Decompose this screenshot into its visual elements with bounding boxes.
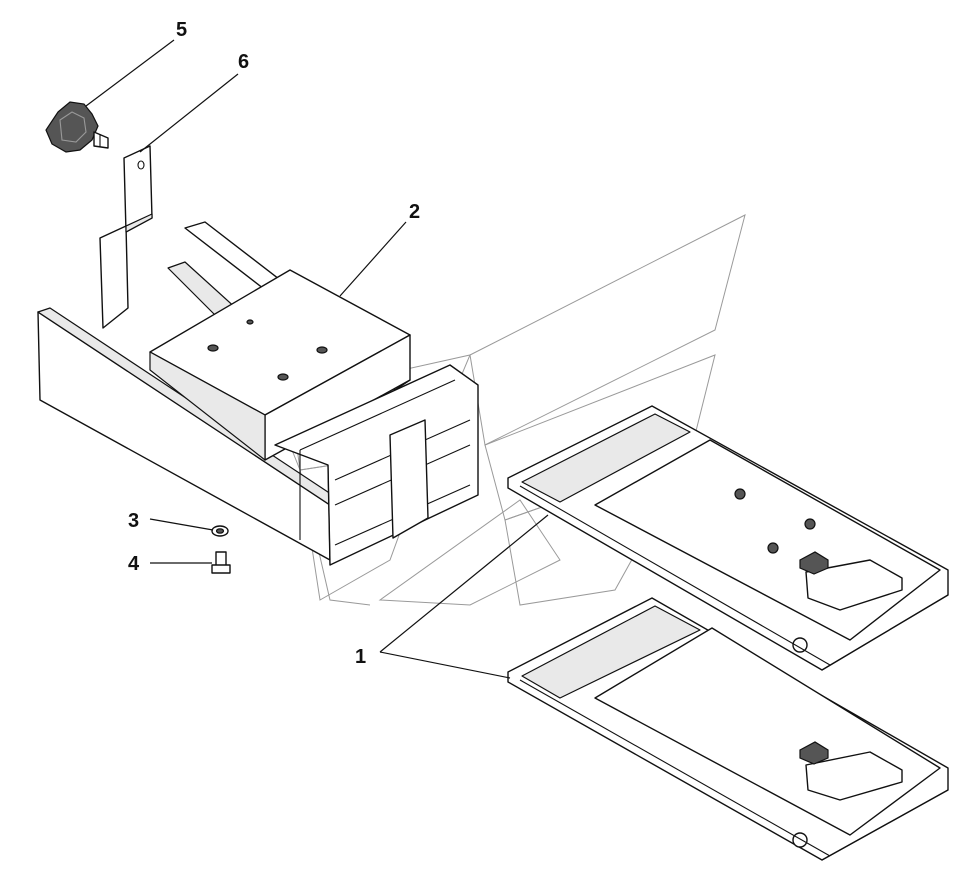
mounting-bracket-part <box>99 145 153 329</box>
leader-line-5 <box>85 39 175 107</box>
slide-tray-upper-part <box>507 405 949 671</box>
callout-label-3: 3 <box>128 510 139 532</box>
nut-part <box>211 525 229 537</box>
callout-label-2: 2 <box>409 201 420 223</box>
callout-label-1: 1 <box>355 646 366 668</box>
leader-line-6 <box>139 73 239 153</box>
star-knob-part <box>45 101 109 153</box>
leader-line-3 <box>149 518 214 531</box>
leader-line-2 <box>339 221 407 297</box>
slide-tray-lower-part <box>507 597 949 861</box>
callout-label-5: 5 <box>176 19 187 41</box>
leader-line-1a <box>379 514 549 653</box>
callout-label-6: 6 <box>238 51 249 73</box>
leader-line-1b <box>379 651 511 679</box>
bolt-part <box>211 551 231 574</box>
housing-assembly-part <box>37 221 479 566</box>
callout-label-4: 4 <box>128 553 140 575</box>
